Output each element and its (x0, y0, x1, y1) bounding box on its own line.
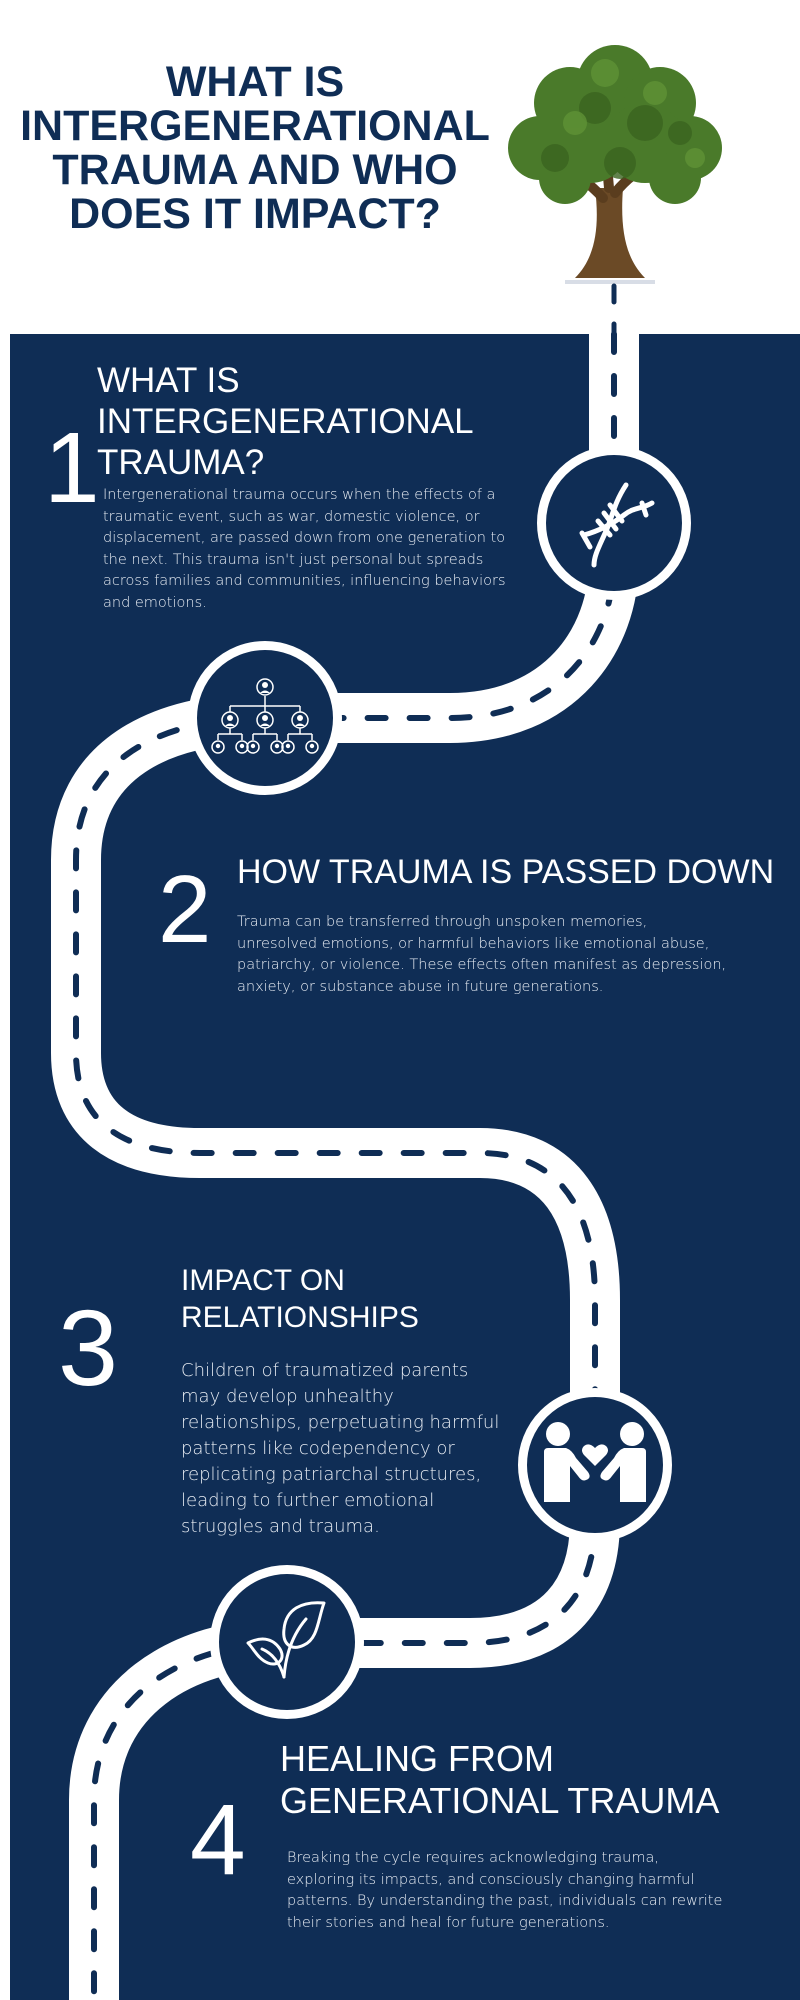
heading-line: INTERGENERATIONAL (97, 402, 474, 441)
tree-icon (508, 45, 722, 284)
heading-line: HOW TRAUMA IS PASSED DOWN (237, 853, 775, 891)
title-line: DOES IT IMPACT? (69, 190, 441, 238)
section-heading: IMPACT ON RELATIONSHIPS (181, 1262, 419, 1336)
section-number: 3 (58, 1287, 119, 1408)
section-number: 1 (44, 412, 100, 524)
title-line: WHAT IS (165, 58, 345, 106)
heading-line: GENERATIONAL TRAUMA (280, 1780, 720, 1821)
relationship-heart-icon (544, 1422, 646, 1502)
heading-line: HEALING FROM (280, 1738, 555, 1779)
section-number: 2 (158, 856, 212, 963)
dna-icon-badge (537, 446, 691, 600)
title-line: INTERGENERATIONAL (20, 102, 490, 150)
sprout-icon-badge (210, 1565, 364, 1719)
page-title: WHAT IS INTERGENERATIONAL TRAUMA AND WHO… (10, 60, 500, 236)
section-body: Trauma can be transferred through unspok… (237, 914, 727, 995)
relationship-icon-badge (518, 1388, 672, 1542)
sprout-leaves-icon (246, 1601, 326, 1679)
family-tree-icon (211, 678, 319, 754)
section-body: Children of traumatized parents may deve… (181, 1360, 500, 1537)
family-tree-icon-badge (188, 641, 342, 795)
heading-line: WHAT IS (97, 361, 240, 400)
section-body: Breaking the cycle requires acknowledgin… (287, 1850, 723, 1931)
section-number: 4 (190, 1784, 246, 1896)
heading-line: TRAUMA? (97, 443, 265, 482)
dna-icon (579, 482, 655, 568)
heading-line: RELATIONSHIPS (181, 1301, 419, 1334)
section-heading: HOW TRAUMA IS PASSED DOWN (237, 852, 774, 892)
section-heading: WHAT IS INTERGENERATIONAL TRAUMA? (97, 360, 474, 483)
section-heading: HEALING FROM GENERATIONAL TRAUMA (280, 1738, 719, 1822)
title-line: TRAUMA AND WHO (52, 146, 458, 194)
section-body: Intergenerational trauma occurs when the… (103, 487, 506, 611)
heading-line: IMPACT ON (181, 1264, 345, 1297)
